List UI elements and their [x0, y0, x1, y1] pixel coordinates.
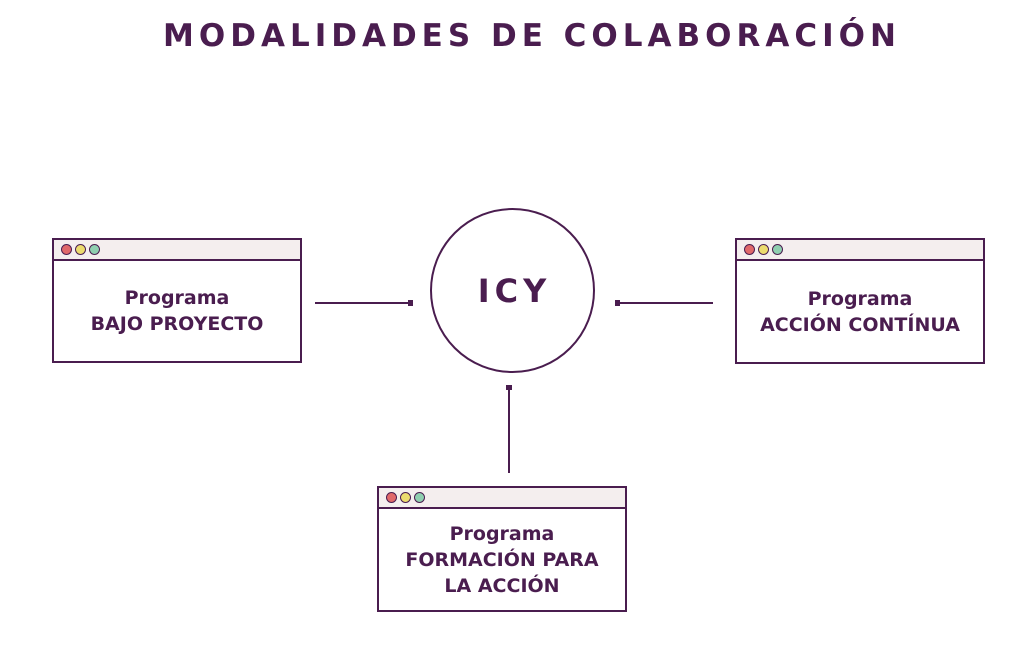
page-title: MODALIDADES DE COLABORACIÓN — [163, 18, 901, 54]
hub-circle: ICY — [430, 208, 595, 373]
program-label-line-2: FORMACIÓN PARA — [405, 548, 599, 571]
connector-bottom-endpoint — [506, 385, 512, 390]
yellow-dot-icon — [75, 244, 86, 255]
window-titlebar — [54, 240, 300, 261]
yellow-dot-icon — [400, 492, 411, 503]
hub-label: ICY — [477, 271, 552, 310]
green-dot-icon — [414, 492, 425, 503]
program-label: Programa FORMACIÓN PARA LA ACCIÓN — [379, 509, 625, 612]
program-label-line-1: Programa — [124, 287, 230, 309]
program-label: Programa BAJO PROYECTO — [54, 261, 300, 365]
connector-right-endpoint — [615, 300, 620, 306]
program-label-line-1: Programa — [807, 287, 913, 310]
green-dot-icon — [89, 244, 100, 255]
program-label: Programa ACCIÓN CONTÍNUA — [737, 261, 983, 366]
connector-right-line — [619, 302, 713, 304]
connector-left-line — [315, 302, 410, 304]
red-dot-icon — [61, 244, 72, 255]
red-dot-icon — [386, 492, 397, 503]
green-dot-icon — [772, 244, 783, 255]
program-label-line-2: ACCIÓN CONTÍNUA — [760, 313, 960, 336]
program-window-formacion-para-la-accion: Programa FORMACIÓN PARA LA ACCIÓN — [377, 486, 627, 612]
window-titlebar — [379, 488, 625, 509]
connector-bottom-line — [508, 385, 510, 473]
program-label-line-2: BAJO PROYECTO — [90, 313, 264, 335]
window-titlebar — [737, 240, 983, 261]
connector-left-endpoint — [408, 300, 413, 306]
program-label-line-3: LA ACCIÓN — [444, 574, 560, 597]
red-dot-icon — [744, 244, 755, 255]
yellow-dot-icon — [758, 244, 769, 255]
program-window-accion-continua: Programa ACCIÓN CONTÍNUA — [735, 238, 985, 364]
program-label-line-1: Programa — [449, 522, 555, 545]
program-window-bajo-proyecto: Programa BAJO PROYECTO — [52, 238, 302, 363]
